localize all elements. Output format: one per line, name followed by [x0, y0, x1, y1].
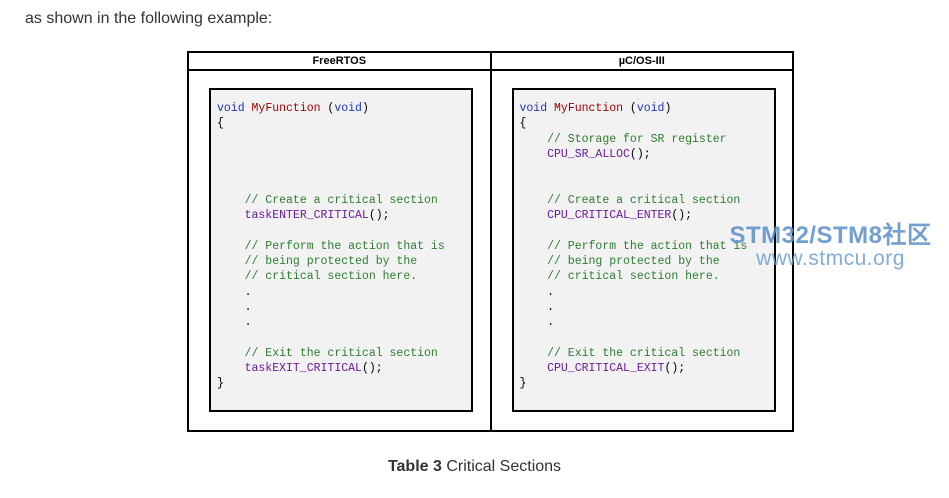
comparison-table: FreeRTOS µC/OS-III void MyFunction (void…: [187, 51, 794, 432]
code-token: .: [217, 285, 252, 299]
code-line: // Exit the critical section: [520, 346, 748, 361]
watermark: STM32/STM8社区 www.stmcu.org: [712, 224, 949, 270]
code-token: .: [519, 285, 555, 299]
code-line: void MyFunction (void): [520, 101, 748, 116]
code-token: [245, 102, 252, 115]
code-token: [547, 102, 554, 115]
code-line: [217, 330, 445, 345]
code-token: .: [217, 316, 252, 330]
code-token: MyFunction: [554, 102, 624, 115]
code-line: [217, 132, 445, 147]
freertos-code: void MyFunction (void){ // Create a crit…: [217, 101, 445, 392]
code-token: ): [361, 102, 369, 115]
code-line: // Perform the action that is: [519, 239, 748, 254]
table-code-row: void MyFunction (void){ // Create a crit…: [187, 69, 794, 432]
code-line: taskENTER_CRITICAL();: [217, 208, 445, 223]
code-token: ();: [368, 209, 390, 223]
code-token: taskENTER_CRITICAL: [217, 209, 369, 223]
header-ucos: µC/OS-III: [489, 51, 794, 71]
code-token: ();: [361, 362, 383, 376]
code-line: // Perform the action that is: [217, 239, 445, 254]
code-line: // critical section here.: [217, 269, 445, 284]
code-line: // Exit the critical section: [217, 346, 445, 361]
code-token: void: [217, 102, 245, 115]
freertos-code-box: void MyFunction (void){ // Create a crit…: [209, 88, 473, 412]
code-line: taskEXIT_CRITICAL();: [217, 361, 445, 376]
code-token: // being protected by the: [217, 254, 418, 268]
table-caption: Table 3 Critical Sections: [0, 458, 949, 476]
code-token: ();: [629, 147, 651, 161]
code-line: .: [217, 300, 445, 315]
code-line: [520, 330, 748, 345]
code-line: .: [520, 315, 748, 330]
freertos-cell: void MyFunction (void){ // Create a crit…: [187, 69, 492, 432]
watermark-title: STM32/STM8社区: [729, 222, 932, 249]
code-token: (: [623, 102, 637, 115]
code-token: .: [217, 300, 252, 314]
code-line: // being protected by the: [217, 254, 445, 269]
code-line: // being protected by the: [520, 254, 748, 269]
code-line: [217, 162, 445, 177]
code-line: .: [520, 300, 748, 315]
code-token: ): [664, 102, 672, 115]
code-token: (: [320, 102, 335, 115]
code-token: {: [217, 117, 224, 131]
code-line: void MyFunction (void): [217, 101, 445, 116]
code-token: void: [519, 102, 548, 115]
code-line: [217, 147, 445, 162]
code-line: // Create a critical section: [217, 193, 445, 208]
code-line: // Create a critical section: [520, 193, 748, 208]
code-line: .: [217, 315, 445, 330]
code-token: }: [217, 377, 224, 391]
code-token: // being protected by the: [519, 254, 720, 268]
code-line: CPU_SR_ALLOC();: [520, 147, 748, 162]
code-token: ();: [664, 362, 686, 376]
code-token: CPU_SR_ALLOC: [519, 147, 630, 161]
table-header-row: FreeRTOS µC/OS-III: [187, 51, 794, 71]
ucos-code: void MyFunction (void){ // Storage for S…: [520, 101, 748, 392]
code-token: }: [519, 377, 527, 391]
code-line: // critical section here.: [520, 269, 748, 284]
code-token: // Exit the critical section: [519, 346, 741, 360]
code-token: // critical section here.: [217, 270, 418, 284]
code-token: // critical section here.: [519, 270, 720, 284]
caption-label: Table 3: [387, 458, 442, 475]
header-freertos: FreeRTOS: [187, 51, 492, 71]
code-line: [217, 177, 445, 192]
code-line: // Storage for SR register: [520, 132, 748, 147]
code-token: CPU_CRITICAL_ENTER: [519, 209, 672, 223]
code-token: MyFunction: [251, 102, 321, 115]
code-token: .: [519, 300, 555, 314]
code-token: // Perform the action that is: [519, 239, 748, 253]
watermark-url: www.stmcu.org: [756, 247, 905, 270]
ucos-cell: void MyFunction (void){ // Storage for S…: [489, 69, 794, 432]
code-token: void: [636, 102, 665, 115]
ucos-code-box: void MyFunction (void){ // Storage for S…: [511, 88, 776, 412]
code-line: }: [520, 376, 748, 391]
code-token: // Exit the critical section: [217, 346, 438, 360]
code-token: CPU_CRITICAL_EXIT: [519, 362, 665, 376]
code-line: .: [217, 285, 445, 300]
code-token: .: [519, 316, 555, 330]
code-token: // Perform the action that is: [217, 239, 445, 253]
intro-paragraph: as shown in the following example:: [25, 10, 273, 27]
code-line: CPU_CRITICAL_EXIT();: [520, 361, 748, 376]
code-line: CPU_CRITICAL_ENTER();: [520, 208, 748, 223]
code-token: taskEXIT_CRITICAL: [217, 362, 362, 376]
code-line: {: [217, 116, 445, 131]
code-line: [217, 223, 445, 238]
code-token: // Create a critical section: [217, 193, 438, 207]
code-line: }: [217, 376, 445, 391]
code-line: {: [520, 116, 748, 131]
code-token: ();: [671, 209, 693, 223]
code-token: // Create a critical section: [519, 193, 741, 207]
caption-text: Critical Sections: [441, 458, 562, 475]
code-token: // Storage for SR register: [519, 132, 727, 146]
code-line: [520, 177, 748, 192]
code-token: {: [519, 117, 527, 131]
code-token: void: [334, 102, 362, 115]
code-line: [520, 162, 748, 177]
code-line: .: [520, 285, 748, 300]
